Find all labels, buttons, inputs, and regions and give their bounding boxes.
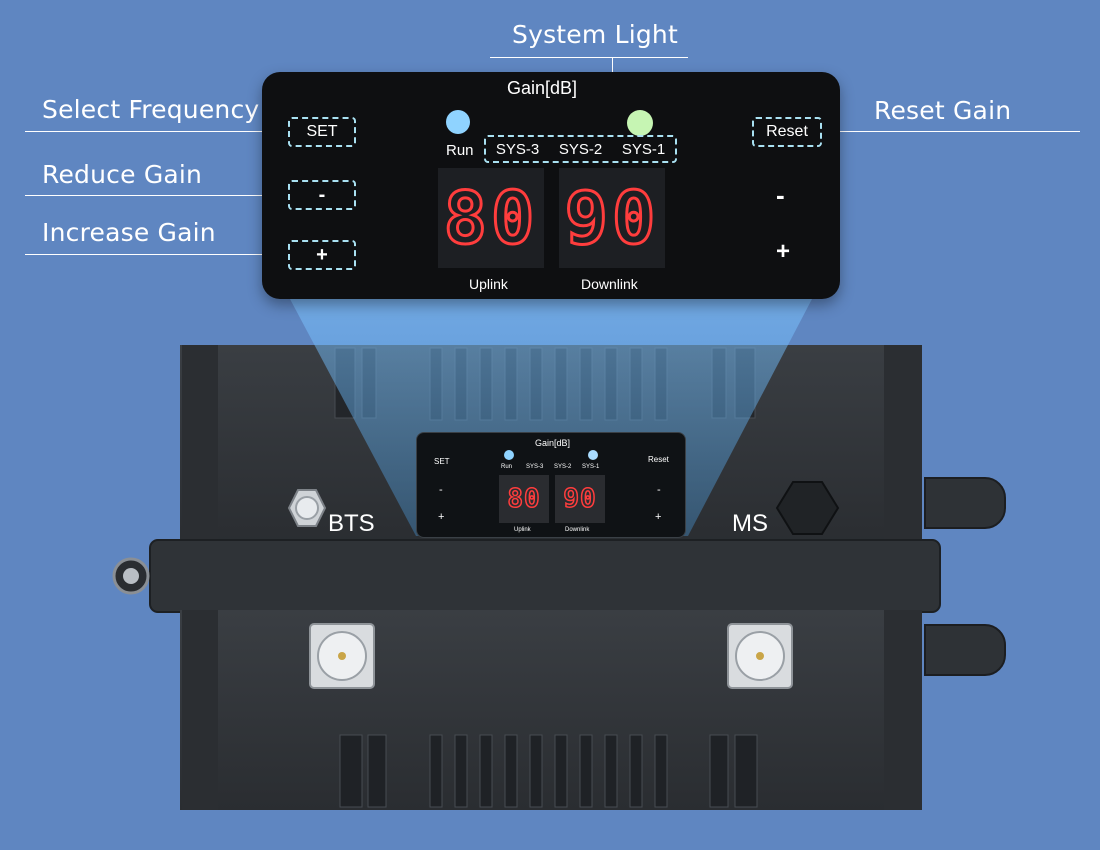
mini-run-label: Run [501, 464, 513, 470]
plus-button-label: + [316, 243, 328, 266]
bts-cable-gland [287, 489, 327, 527]
mini-uplink-value: 80 [507, 483, 541, 515]
ms-port-label: MS [732, 510, 768, 537]
sys1-led [627, 110, 653, 136]
sys3-label: SYS-3 [495, 140, 540, 158]
mini-downlink-display: 90 [555, 475, 605, 523]
panel-title: Gain[dB] [507, 78, 578, 98]
increase-gain-callout: Increase Gain [42, 218, 216, 247]
minus-button[interactable]: - [288, 180, 356, 210]
uplink-label: Uplink [469, 276, 508, 292]
set-button-label: SET [306, 123, 338, 140]
reduce-gain-callout: Reduce Gain [42, 160, 203, 189]
device-mini-panel: Gain[dB] SET - + Run SYS-3 SYS-2 SYS-1 R… [416, 432, 686, 538]
right-minus-label: - [776, 180, 785, 210]
ms-hex-gland [775, 481, 840, 535]
right-plus-label: + [776, 238, 791, 265]
increase-gain-underline [25, 254, 287, 255]
select-frequency-underline [25, 131, 287, 132]
bts-n-connector [309, 623, 375, 689]
uplink-value: 80 [442, 175, 539, 262]
minus-button-label: - [318, 183, 326, 206]
mini-reset-label: Reset [648, 455, 669, 464]
reset-gain-callout: Reset Gain [874, 96, 1012, 125]
mini-right-minus: - [657, 484, 661, 496]
mini-uplink-label: Uplink [514, 527, 531, 533]
side-handle [924, 477, 1006, 676]
mini-uplink-display: 80 [499, 475, 549, 523]
system-light-group: SYS-3 SYS-2 SYS-1 [484, 135, 677, 163]
bts-port-label: BTS [328, 510, 375, 537]
system-light-underline [490, 57, 688, 58]
mini-run-led [504, 450, 514, 460]
downlink-value: 90 [563, 175, 660, 262]
mini-downlink-value: 90 [563, 483, 597, 515]
downlink-label: Downlink [581, 276, 638, 292]
uplink-display: 80 [438, 168, 544, 268]
sys1-label: SYS-1 [621, 140, 666, 158]
mini-set-label: SET [434, 457, 450, 466]
reset-gain-underline [820, 131, 1080, 132]
mini-panel-title: Gain[dB] [535, 438, 571, 448]
plus-button[interactable]: + [288, 240, 356, 270]
select-frequency-callout: Select Frequency [42, 95, 260, 124]
control-panel-zoom: Gain[dB] SET - + Run SYS-3 SYS-2 SYS-1 8… [262, 72, 840, 299]
mini-sys1-label: SYS-1 [582, 464, 600, 470]
system-light-callout: System Light [512, 20, 678, 49]
set-button[interactable]: SET [288, 117, 356, 147]
sys2-label: SYS-2 [558, 140, 603, 158]
mini-plus-label: + [438, 511, 445, 523]
middle-band [149, 539, 941, 613]
mini-sys3-label: SYS-3 [526, 464, 544, 470]
reset-button-label: Reset [766, 123, 808, 140]
downlink-display: 90 [559, 168, 665, 268]
mini-sys2-label: SYS-2 [554, 464, 572, 470]
run-led [446, 110, 470, 134]
reset-button[interactable]: Reset [752, 117, 822, 147]
reduce-gain-underline [25, 195, 287, 196]
lower-housing [180, 610, 922, 810]
mini-sys1-led [588, 450, 598, 460]
mini-right-plus: + [655, 511, 662, 523]
mini-downlink-label: Downlink [565, 527, 590, 533]
ms-n-connector [727, 623, 793, 689]
run-label: Run [446, 142, 474, 159]
mini-minus-label: - [439, 484, 443, 496]
